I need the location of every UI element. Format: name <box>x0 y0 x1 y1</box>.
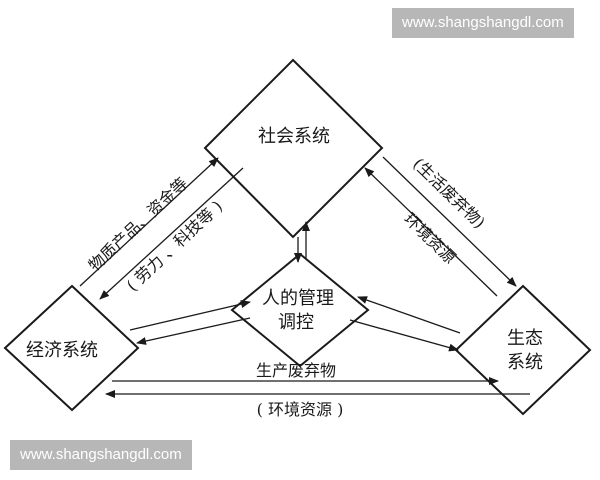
human-management-label-line2: 调控 <box>278 312 314 333</box>
watermark-bottom: www.shangshangdl.com <box>10 440 192 470</box>
arrow-labor-to-economy <box>99 167 244 300</box>
human-management-label-line1: 人的管理 <box>262 288 334 309</box>
arrow-human-to-economy <box>136 317 251 345</box>
watermark-top: www.shangshangdl.com <box>392 8 574 38</box>
arrow-ecology-to-human <box>357 296 461 334</box>
society-system-box <box>203 58 384 239</box>
society-system-label: 社会系统 <box>258 126 330 147</box>
ecology-system-box <box>454 284 592 416</box>
ecology-system-label-line1: 生态 <box>507 328 543 349</box>
arrow-env-resources-to-society <box>364 167 498 297</box>
production-waste-label: 生产废弃物 <box>256 361 336 380</box>
arrow-human-to-ecology <box>349 319 459 352</box>
env-resources-right-label: 环境资源 <box>400 209 459 267</box>
economy-system-box <box>3 284 140 412</box>
material-capital-label: 物质产品、资金等 <box>85 174 192 275</box>
arrow-material-to-society <box>79 157 219 287</box>
ecology-system-label-line2: 系统 <box>507 352 543 373</box>
arrow-economy-to-human <box>129 300 251 331</box>
arrow-life-waste-to-ecology <box>382 156 517 287</box>
env-resources-bottom-label: ( 环境资源 ) <box>257 400 344 419</box>
economy-system-label: 经济系统 <box>26 340 98 361</box>
human-management-box <box>230 252 370 368</box>
